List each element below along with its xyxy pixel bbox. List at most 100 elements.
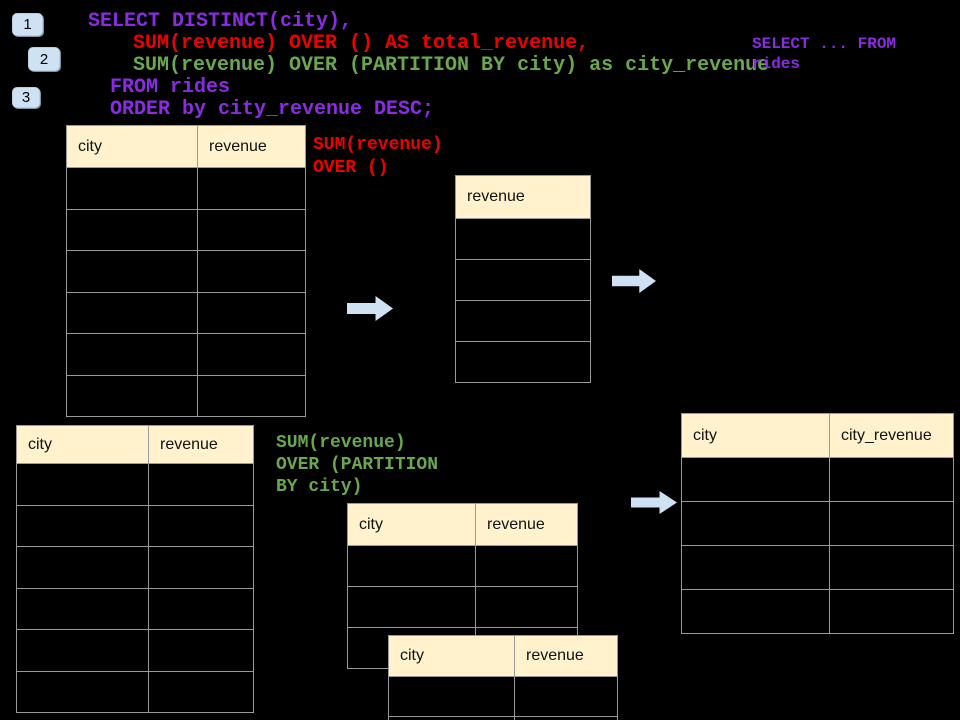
- empty-cell: [475, 586, 578, 628]
- empty-cell: [66, 208, 198, 251]
- empty-cell: [347, 545, 476, 587]
- table-row: [16, 463, 254, 506]
- table-row: [16, 670, 254, 713]
- column-header: city: [66, 125, 198, 168]
- table-row: [455, 218, 591, 260]
- empty-cell: [455, 218, 591, 260]
- empty-cell: [514, 716, 618, 720]
- table-row: [681, 457, 954, 502]
- table: revenue: [455, 175, 591, 383]
- empty-cell: [148, 670, 254, 713]
- empty-cell: [66, 250, 198, 293]
- empty-cell: [148, 629, 254, 672]
- empty-cell: [681, 501, 830, 546]
- table-row: [681, 545, 954, 590]
- step-badge-2: 2: [28, 47, 60, 71]
- empty-cell: [16, 629, 149, 672]
- table-row: [66, 333, 306, 376]
- sql-line-total-revenue: SUM(revenue) OVER () AS total_revenue,: [133, 32, 590, 55]
- table-row: [455, 341, 591, 383]
- empty-cell: [829, 589, 954, 634]
- empty-cell: [514, 676, 618, 717]
- empty-cell: [148, 463, 254, 506]
- empty-cell: [388, 716, 515, 720]
- sql-line-city-revenue: SUM(revenue) OVER (PARTITION BY city) as…: [133, 54, 770, 77]
- empty-cell: [148, 504, 254, 547]
- empty-cell: [16, 546, 149, 589]
- empty-cell: [475, 545, 578, 587]
- arrow-right-icon: [631, 491, 677, 514]
- table-row: [681, 501, 954, 546]
- empty-cell: [455, 341, 591, 383]
- column-header: city: [388, 635, 515, 677]
- empty-cell: [148, 587, 254, 630]
- table-row: [66, 250, 306, 293]
- column-header: revenue: [475, 503, 578, 546]
- table-row: [16, 629, 254, 672]
- empty-cell: [16, 670, 149, 713]
- label-sum-over-partition: SUM(revenue) OVER (PARTITION BY city): [276, 433, 439, 497]
- empty-cell: [66, 167, 198, 210]
- side-code-select-from-rides: SELECT ... FROM rides: [752, 35, 897, 73]
- table-row: [16, 504, 254, 547]
- empty-cell: [455, 300, 591, 342]
- arrow-right-icon: [347, 296, 393, 321]
- header-row: revenue: [455, 175, 591, 219]
- empty-cell: [16, 504, 149, 547]
- table-row: [388, 676, 618, 717]
- column-header: revenue: [197, 125, 306, 168]
- sql-line-order-by: ORDER by city_revenue DESC;: [110, 98, 435, 121]
- empty-cell: [829, 545, 954, 590]
- empty-cell: [681, 589, 830, 634]
- empty-cell: [16, 587, 149, 630]
- table-row: [66, 374, 306, 417]
- label-sum-over-all: SUM(revenue) OVER (): [313, 135, 443, 178]
- empty-cell: [148, 546, 254, 589]
- table-row: [347, 545, 578, 587]
- column-header: revenue: [455, 175, 591, 219]
- empty-cell: [66, 291, 198, 334]
- sql-line-select: SELECT DISTINCT(city),: [88, 10, 353, 33]
- empty-cell: [347, 586, 476, 628]
- empty-cell: [197, 208, 306, 251]
- arrow-right-icon: [612, 269, 656, 293]
- step-badge-3: 3: [12, 87, 40, 108]
- empty-cell: [455, 259, 591, 301]
- column-header: city: [347, 503, 476, 546]
- empty-cell: [681, 457, 830, 502]
- column-header: city_revenue: [829, 413, 954, 458]
- total-revenue-table: revenue: [455, 175, 591, 383]
- empty-cell: [197, 250, 306, 293]
- empty-cell: [66, 374, 198, 417]
- table-row: [66, 291, 306, 334]
- column-header: city: [16, 425, 149, 464]
- table-row: [455, 300, 591, 342]
- empty-cell: [829, 501, 954, 546]
- empty-cell: [197, 167, 306, 210]
- table-row: [16, 587, 254, 630]
- empty-cell: [388, 676, 515, 717]
- empty-cell: [197, 291, 306, 334]
- table-row: [66, 208, 306, 251]
- empty-cell: [197, 374, 306, 417]
- table-row: [16, 546, 254, 589]
- table-row: [347, 586, 578, 628]
- column-header: revenue: [514, 635, 618, 677]
- table-row: [455, 259, 591, 301]
